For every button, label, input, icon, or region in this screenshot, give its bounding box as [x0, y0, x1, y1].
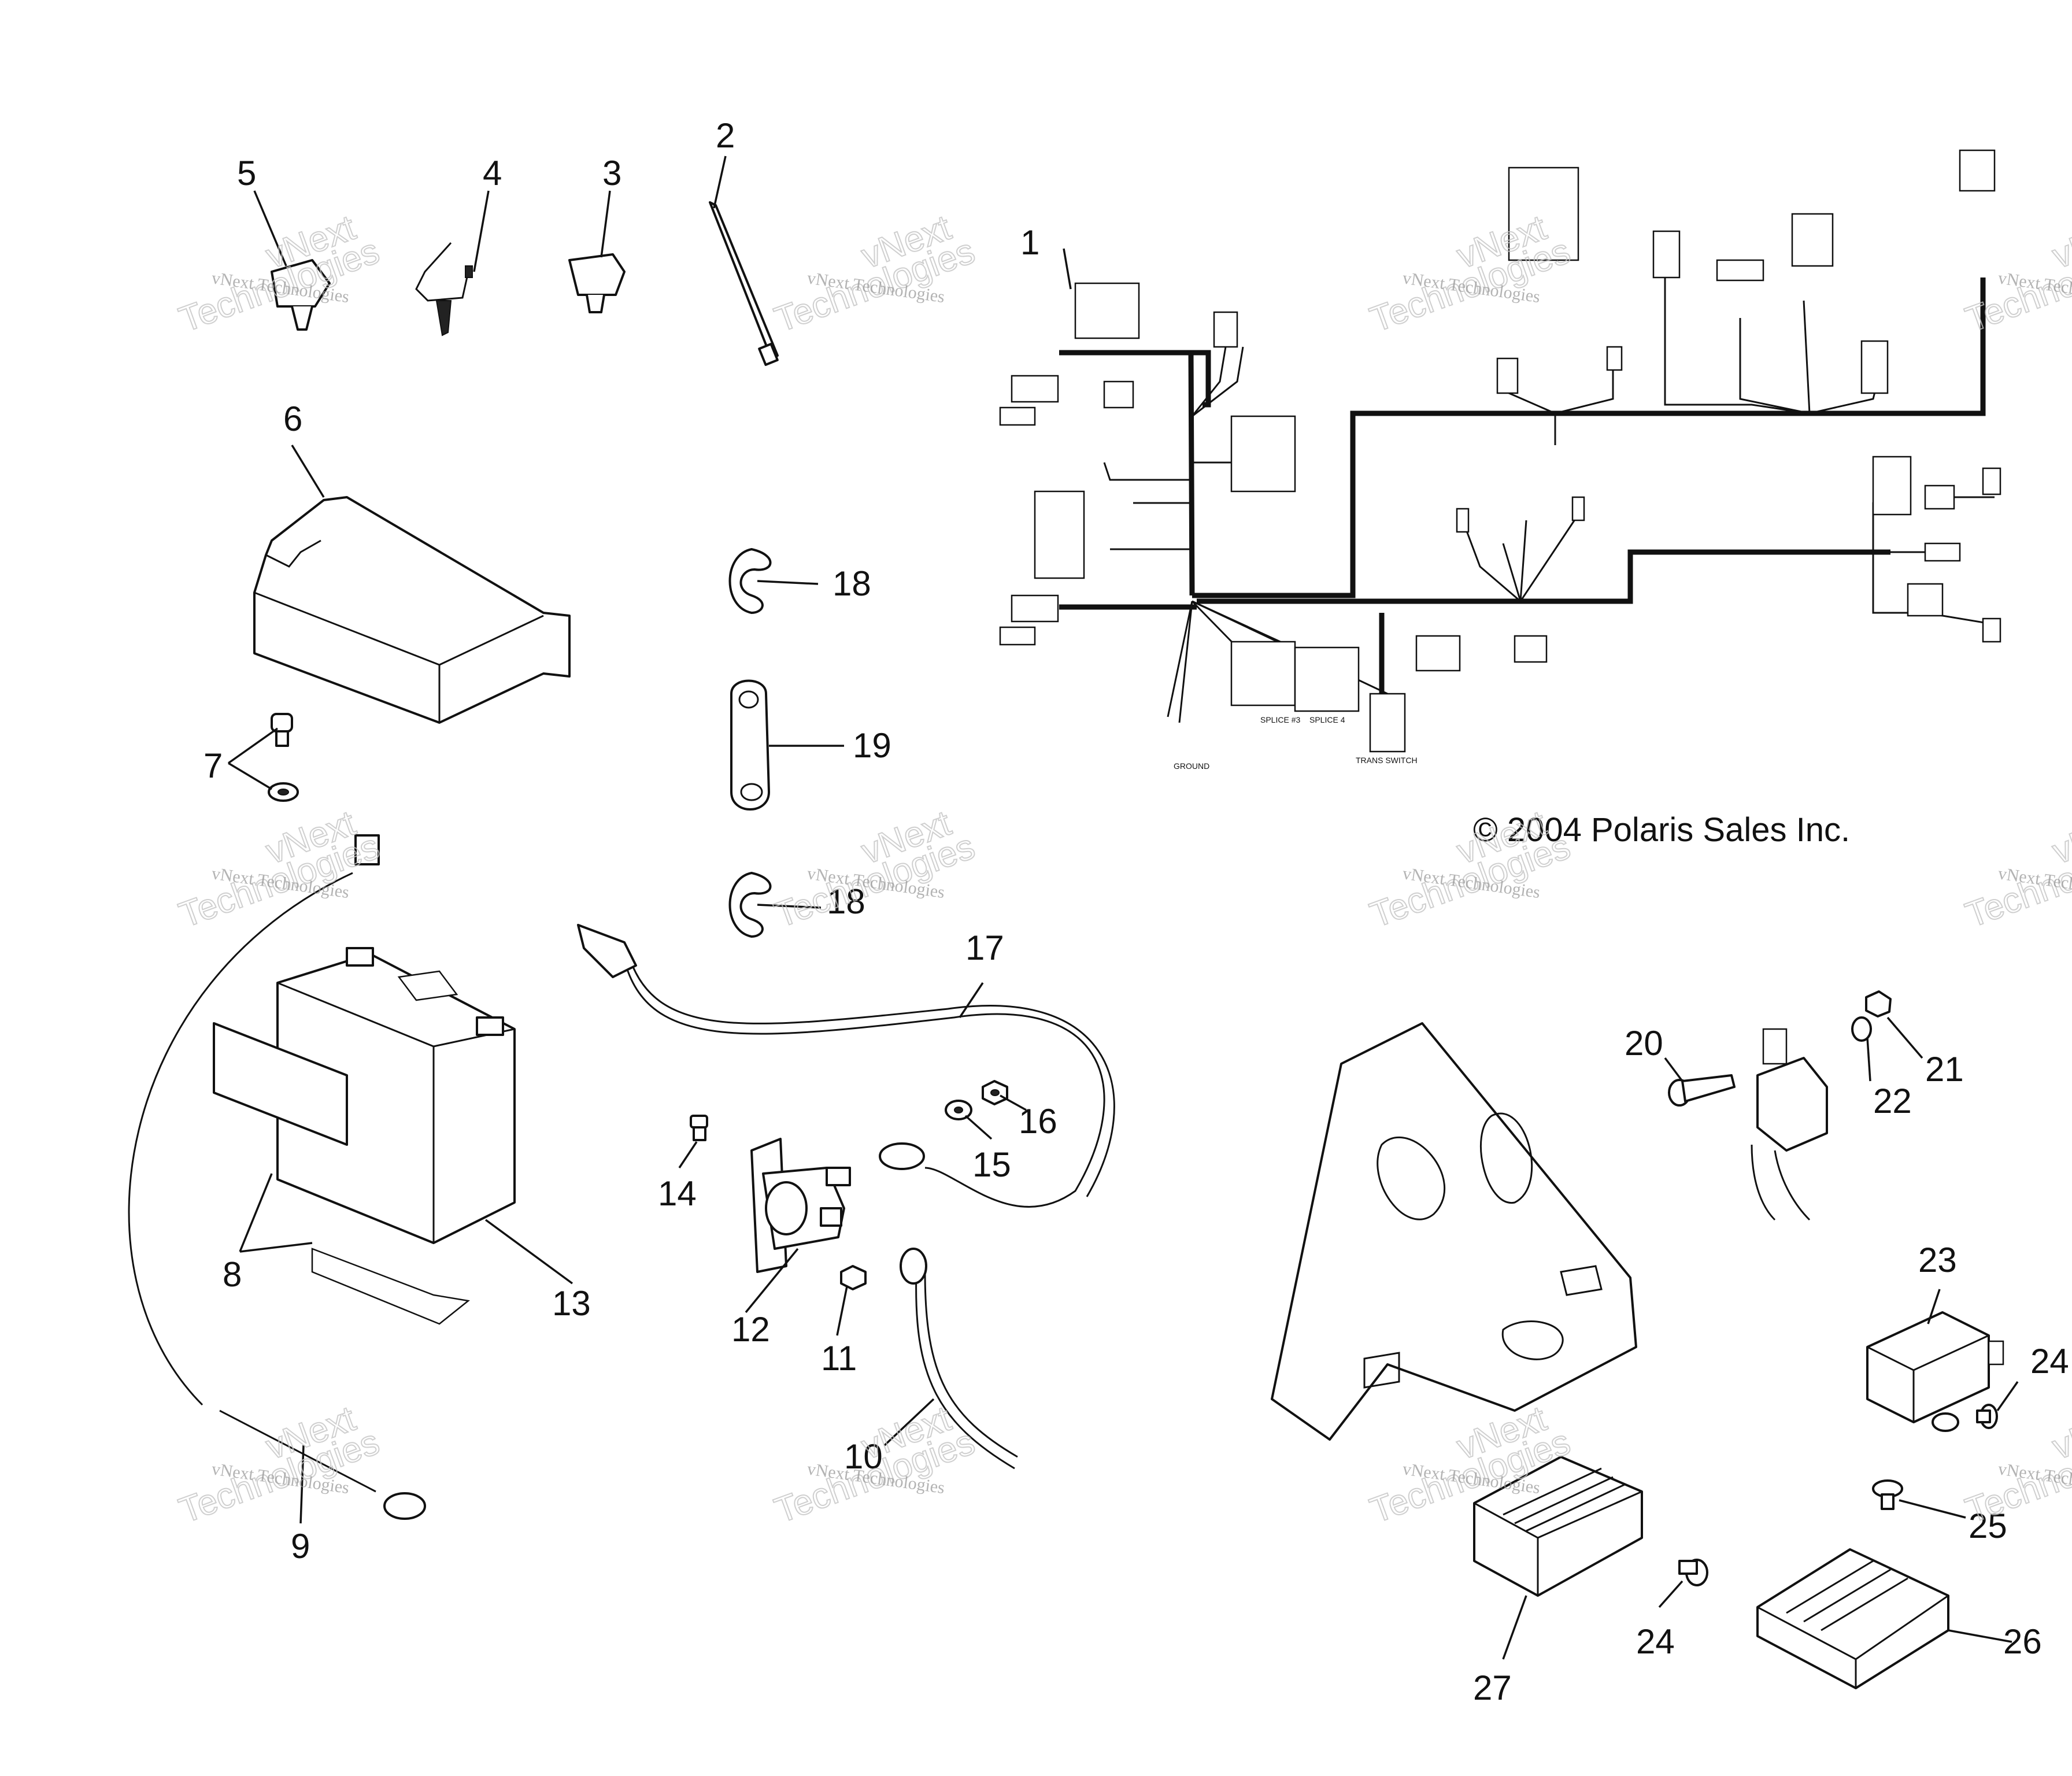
cable-part-17	[577, 924, 1115, 1208]
screw-part-24-upper	[1976, 1404, 1998, 1429]
callout-17: 17	[965, 928, 1004, 967]
watermark: vNext Technologies vNext Technologies	[769, 802, 980, 936]
battery-cover-part-6	[253, 496, 571, 724]
link-part-19	[730, 679, 770, 811]
watermark: vNext Technologies vNext Technologies	[173, 207, 385, 341]
coil-component	[1751, 1028, 1828, 1221]
callout-16: 16	[1019, 1102, 1057, 1141]
mounting-plate	[1271, 1022, 1637, 1441]
callout-5: 5	[237, 154, 256, 193]
callout-22: 22	[1873, 1082, 1912, 1120]
regulator-part-26	[1756, 1548, 1949, 1689]
clip-part-4	[415, 242, 473, 336]
cdi-module-part-23	[1866, 1311, 2004, 1432]
solenoid-part-12	[750, 1138, 851, 1273]
callout-20: 20	[1625, 1024, 1663, 1063]
callout-19: 19	[853, 726, 891, 765]
callout-1: 1	[1020, 223, 1039, 262]
screw-part-24-lower	[1678, 1559, 1708, 1586]
callout-15: 15	[972, 1145, 1011, 1184]
bolt-part-14	[690, 1115, 708, 1141]
wiring-harness: GROUND SPLICE #3 SPLICE 4 TRANS SWITCH	[999, 149, 2001, 771]
regulator-part-27	[1473, 1456, 1643, 1597]
callout-2: 2	[716, 116, 735, 155]
bolt-washer-part-7	[268, 713, 299, 802]
washer-part-22	[1851, 1016, 1872, 1042]
spacer-part-18-top	[728, 548, 772, 614]
harness-label-splice3: SPLICE #3	[1260, 715, 1300, 724]
cable-tie-part-2	[709, 201, 779, 367]
harness-label-splice4: SPLICE 4	[1309, 715, 1345, 724]
watermark: vNext Technologies vNext Technologies	[173, 1398, 385, 1531]
callout-26: 26	[2003, 1622, 2042, 1661]
cable-part-9	[128, 834, 426, 1520]
watermark: vNext Technologies vNext Technologies	[1960, 802, 2072, 936]
callout-12: 12	[731, 1310, 770, 1349]
callout-14: 14	[658, 1174, 697, 1213]
callout-8: 8	[223, 1255, 242, 1294]
watermark: vNext Technologies vNext Technologies	[173, 802, 385, 936]
callout-13: 13	[552, 1284, 591, 1323]
watermark: vNext Technologies vNext Technologies	[1364, 802, 1576, 936]
copyright-text: © 2004 Polaris Sales Inc.	[1473, 811, 1850, 849]
harness-label-ground: GROUND	[1174, 761, 1209, 771]
harness-label-trans-switch: TRANS SWITCH	[1356, 756, 1418, 765]
nut-part-16	[982, 1080, 1008, 1105]
nut-part-21	[1865, 990, 1892, 1018]
washer-part-15	[945, 1100, 972, 1120]
battery-part-13	[276, 947, 516, 1244]
leader-lines	[227, 156, 2019, 1660]
callout-3: 3	[602, 154, 621, 193]
callout-18-top: 18	[832, 564, 871, 603]
callout-11: 11	[821, 1339, 857, 1378]
callout-27: 27	[1473, 1668, 1512, 1707]
clip-part-5	[271, 259, 331, 331]
callout-6: 6	[283, 399, 302, 438]
clip-part-3	[568, 253, 626, 313]
nut-part-11	[840, 1265, 867, 1290]
callout-labels: 1 2 3 4 5 6 7 8 9 10 11 12 13 14 15 16 1…	[204, 116, 2069, 1707]
watermark: vNext Technologies vNext Technologies	[1960, 207, 2072, 341]
bolt-part-20	[1668, 1074, 1736, 1107]
screw-part-25	[1872, 1479, 1903, 1510]
callout-23: 23	[1918, 1241, 1957, 1279]
watermark: vNext Technologies vNext Technologies	[769, 207, 980, 341]
callout-21: 21	[1925, 1050, 1964, 1089]
callout-24-upper: 24	[2030, 1342, 2069, 1381]
spacer-part-18-bottom	[728, 872, 772, 938]
callout-25: 25	[1969, 1507, 2007, 1545]
callout-7: 7	[204, 746, 223, 785]
watermark: vNext Technologies vNext Technologies	[769, 1398, 980, 1531]
callout-9: 9	[291, 1527, 310, 1566]
callout-24-lower: 24	[1636, 1622, 1675, 1661]
watermark: vNext Technologies vNext Technologies	[1364, 207, 1576, 341]
callout-4: 4	[483, 154, 502, 193]
callout-10: 10	[844, 1437, 883, 1476]
battery-pad-part-8	[213, 1022, 470, 1325]
callout-18-bottom: 18	[827, 882, 865, 921]
cable-part-10	[900, 1248, 1018, 1470]
